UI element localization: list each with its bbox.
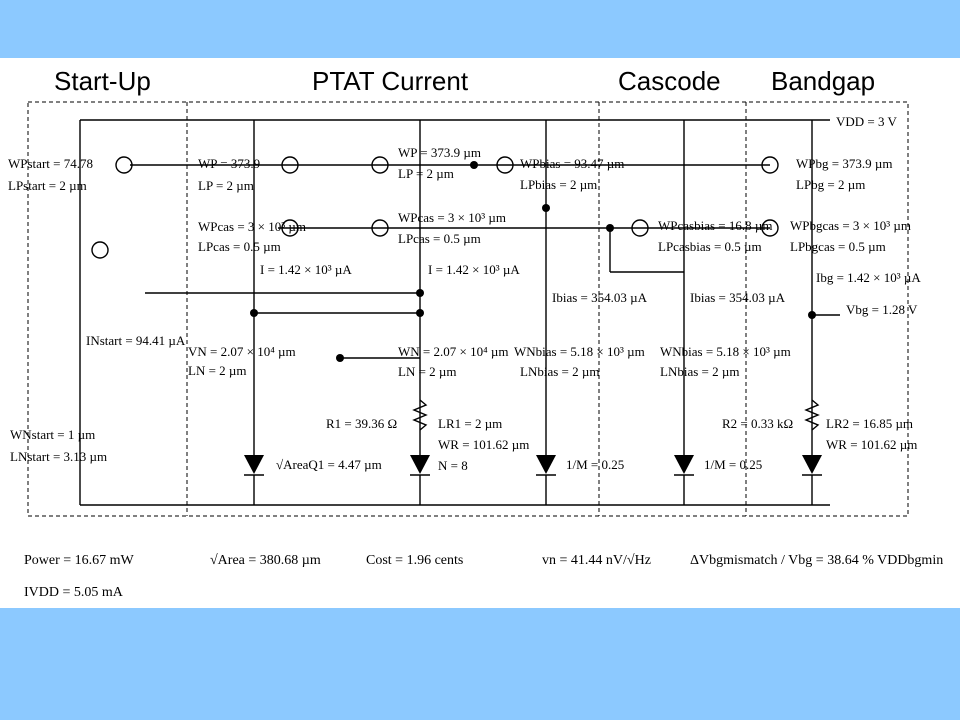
label-lpstart: LPstart = 2 µm [8,178,87,193]
supply-rails [80,119,830,506]
pmos-row-2 [91,219,779,259]
result-noise: vn = 41.44 nV/√Hz [542,553,651,568]
result-power: Power = 16.67 mW [24,553,135,568]
label-wpbg: WPbg = 373.9 µm [796,156,892,171]
label-lnstart: LNstart = 3.13 µm [10,449,107,464]
resistors [412,399,820,431]
label-wpcas2: WPcas = 3 × 10³ µm [398,210,506,225]
component-labels: VDD = 3 V WPstart = 74.78 LPstart = 2 µm… [8,114,921,473]
label-lpbg: LPbg = 2 µm [796,177,865,192]
diodes [244,455,822,476]
label-ln2: LN = 2 µm [398,364,457,379]
label-lpbgcas: LPbgcas = 0.5 µm [790,239,886,254]
label-ibias1: Ibias = 354.03 µA [552,290,648,305]
label-vbg: Vbg = 1.28 V [846,302,918,317]
label-wr2: WR = 101.62 µm [826,437,917,452]
result-cost: Cost = 1.96 cents [366,553,463,568]
label-wpcasbias: WPcasbias = 16.8 µm [658,218,772,233]
label-wnbias: WNbias = 5.18 × 10³ µm [514,344,645,359]
label-lpcas: LPcas = 0.5 µm [198,239,281,254]
label-m2: 1/M = 0.25 [704,457,762,472]
label-lp2: LP = 2 µm [398,166,454,181]
label-instart: INstart = 94.41 µA [86,333,186,348]
section-bandgap: Bandgap [771,66,875,96]
label-wp: WP = 373.9 [198,156,260,171]
label-wpstart: WPstart = 74.78 [8,156,93,171]
label-wr1: WR = 101.62 µm [438,437,529,452]
section-ptat-current: PTAT Current [312,66,469,96]
result-mismatch: ΔVbgmismatch / Vbg = 38.64 % VDDbgmin [690,553,943,568]
bottom-band [0,608,960,720]
branch-wires [79,120,813,505]
label-wnbias2: WNbias = 5.18 × 10³ µm [660,344,791,359]
label-wn2: WN = 2.07 × 10⁴ µm [398,344,508,359]
label-lr2: LR2 = 16.85 µm [826,416,913,431]
label-wpcas: WPcas = 3 × 10³ µm [198,219,306,234]
block-boundaries [27,101,909,517]
label-lpbias: LPbias = 2 µm [520,177,597,192]
label-lpcas2: LPcas = 0.5 µm [398,231,481,246]
label-lp: LP = 2 µm [198,178,254,193]
section-startup: Start-Up [54,66,151,96]
section-cascode: Cascode [618,66,721,96]
label-wnstart: WNstart = 1 µm [10,427,95,442]
label-m1: 1/M = 0.25 [566,457,624,472]
label-lr1: LR1 = 2 µm [438,416,502,431]
label-ln: LN = 2 µm [188,363,247,378]
top-band [0,0,960,58]
label-r2: R2 = 0.33 kΩ [722,416,793,431]
label-wpbias: WPbias = 93.47 µm [520,156,624,171]
label-lnbias2: LNbias = 2 µm [660,364,739,379]
label-wp2: WP = 373.9 µm [398,145,481,160]
label-lpcasbias: LPcasbias = 0.5 µm [658,239,762,254]
label-n: N = 8 [438,458,468,473]
label-wpbgcas: WPbgcas = 3 × 10³ µm [790,218,911,233]
label-i2: I = 1.42 × 10³ µA [428,262,520,277]
label-ibg: Ibg = 1.42 × 10³ µA [816,270,921,285]
label-lnbias: LNbias = 2 µm [520,364,599,379]
label-r1: R1 = 39.36 Ω [326,416,397,431]
results-footer: Power = 16.67 mW IVDD = 5.05 mA √Area = … [24,553,943,600]
pmos-row-1 [115,156,779,174]
label-areaq1: √AreaQ1 = 4.47 µm [276,457,382,472]
label-ibias2: Ibias = 354.03 µA [690,290,786,305]
gate-lines [130,164,840,359]
result-ivdd: IVDD = 5.05 mA [24,585,124,600]
label-i1: I = 1.42 × 10³ µA [260,262,352,277]
label-vdd: VDD = 3 V [836,114,898,129]
label-vn: VN = 2.07 × 10⁴ µm [188,344,296,359]
junction-dots [250,161,816,362]
result-area: √Area = 380.68 µm [210,553,321,568]
